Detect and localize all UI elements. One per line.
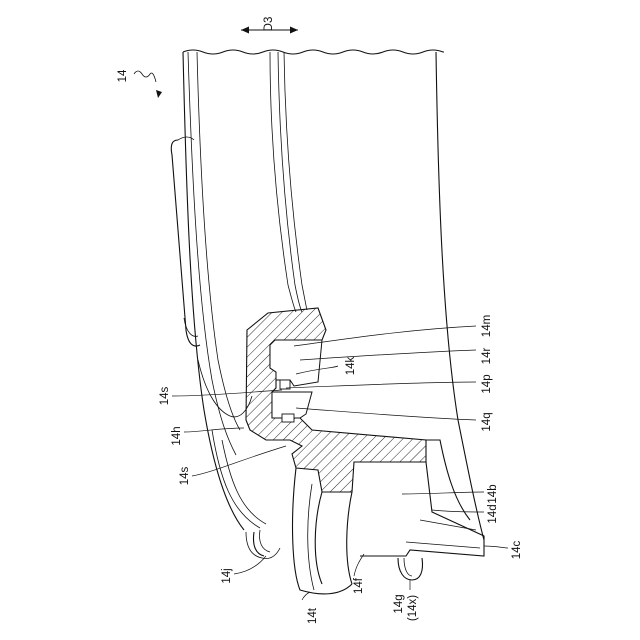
callout-14x: (14x)	[407, 595, 419, 621]
callout-14h: 14h	[171, 426, 183, 445]
callout-14d: 14d	[487, 504, 499, 523]
callout-14t: 14t	[307, 607, 319, 624]
callout-14k: 14k	[345, 356, 357, 375]
callout-14c: 14c	[511, 540, 523, 559]
lower-flange	[246, 440, 484, 594]
callout-14s-upper: 14s	[159, 386, 171, 405]
side-tab	[171, 137, 200, 346]
ref-14-arrow	[134, 71, 162, 98]
break-line	[183, 50, 444, 54]
direction-label: D3	[263, 17, 275, 32]
callout-14p: 14p	[481, 374, 493, 393]
callout-14f: 14f	[353, 577, 365, 594]
callout-14r: 14r	[481, 348, 493, 365]
ref-14: 14	[117, 69, 129, 82]
callout-14j: 14j	[221, 568, 233, 583]
callout-14s-lower: 14s	[179, 466, 191, 485]
callout-14m: 14m	[481, 315, 493, 337]
callout-14q: 14q	[481, 412, 493, 431]
callout-14g: 14g	[393, 594, 405, 613]
cross-section	[246, 308, 426, 492]
callout-14b: 14b	[487, 484, 499, 503]
